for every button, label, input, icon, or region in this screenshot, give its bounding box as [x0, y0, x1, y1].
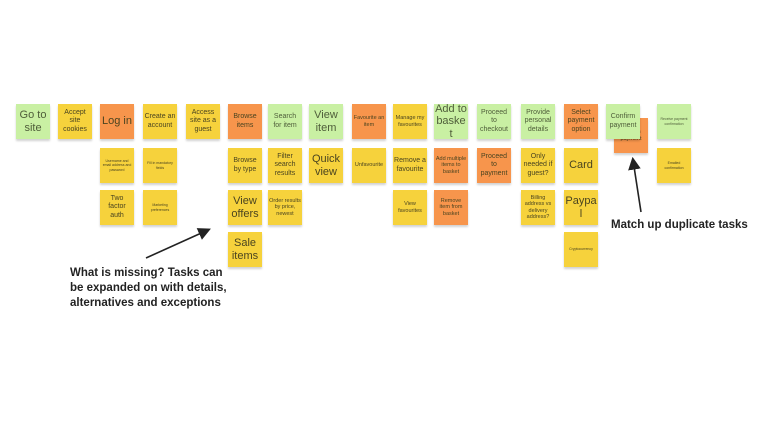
subtask-card[interactable]: Paypal [564, 190, 598, 225]
arrow-icon [145, 228, 211, 259]
task-card[interactable]: Log in [100, 104, 134, 139]
subtask-card[interactable]: Sale items [228, 232, 262, 267]
task-card[interactable]: Search for item [268, 104, 302, 139]
subtask-card[interactable]: View offers [228, 190, 262, 225]
task-card[interactable]: Create an account [143, 104, 177, 139]
task-card[interactable]: Receive payment confirmation [657, 104, 691, 139]
subtask-card[interactable]: Fill in mandatory fields [143, 148, 177, 183]
task-card[interactable]: View item [309, 104, 343, 139]
task-card[interactable]: Confirm payment [606, 104, 640, 139]
subtask-card[interactable]: Marketing preferences [143, 190, 177, 225]
subtask-card[interactable]: Two factor auth [100, 190, 134, 225]
subtask-card[interactable]: Quick view [309, 148, 343, 183]
subtask-card[interactable]: Unfavourite [352, 148, 386, 183]
task-card[interactable]: Go to site [16, 104, 50, 139]
duplicates-annotation: Match up duplicate tasks [611, 219, 748, 231]
task-card[interactable]: Provide personal details [521, 104, 555, 139]
subtask-card[interactable]: Remove item from basket [434, 190, 468, 225]
task-card[interactable]: Access site as a guest [186, 104, 220, 139]
task-card[interactable]: Add to basket [434, 102, 468, 140]
task-card[interactable]: Favourite an item [352, 104, 386, 139]
task-card[interactable]: Select payment option [564, 104, 598, 139]
task-card[interactable]: Browse items [228, 104, 262, 139]
missing-annotation: What is missing? Tasks can be expanded o… [70, 267, 227, 309]
subtask-card[interactable]: Order results by price, newest [268, 190, 302, 225]
task-card[interactable]: Proceed to checkout [477, 104, 511, 139]
subtask-card[interactable]: Emailed confirmation [657, 148, 691, 183]
task-card[interactable]: Manage my favourites [393, 104, 427, 139]
subtask-card[interactable]: View favourites [393, 190, 427, 225]
arrow-icon [628, 156, 642, 213]
subtask-card[interactable]: Remove a favourite [393, 148, 427, 183]
subtask-card[interactable]: Only needed if guest? [521, 148, 555, 183]
subtask-card[interactable]: Add multiple items to basket [434, 148, 468, 183]
subtask-card[interactable]: Proceed to payment [477, 148, 511, 183]
subtask-card[interactable]: Cryptocurrency [564, 232, 598, 267]
task-card[interactable]: Accept site cookies [58, 104, 92, 139]
subtask-card[interactable]: Filter search results [268, 148, 302, 183]
subtask-card[interactable]: Card [564, 148, 598, 183]
subtask-card[interactable]: Username and email address and password [100, 148, 134, 183]
subtask-card[interactable]: Browse by type [228, 148, 262, 183]
subtask-card[interactable]: Billing address vs delivery address? [521, 190, 555, 225]
